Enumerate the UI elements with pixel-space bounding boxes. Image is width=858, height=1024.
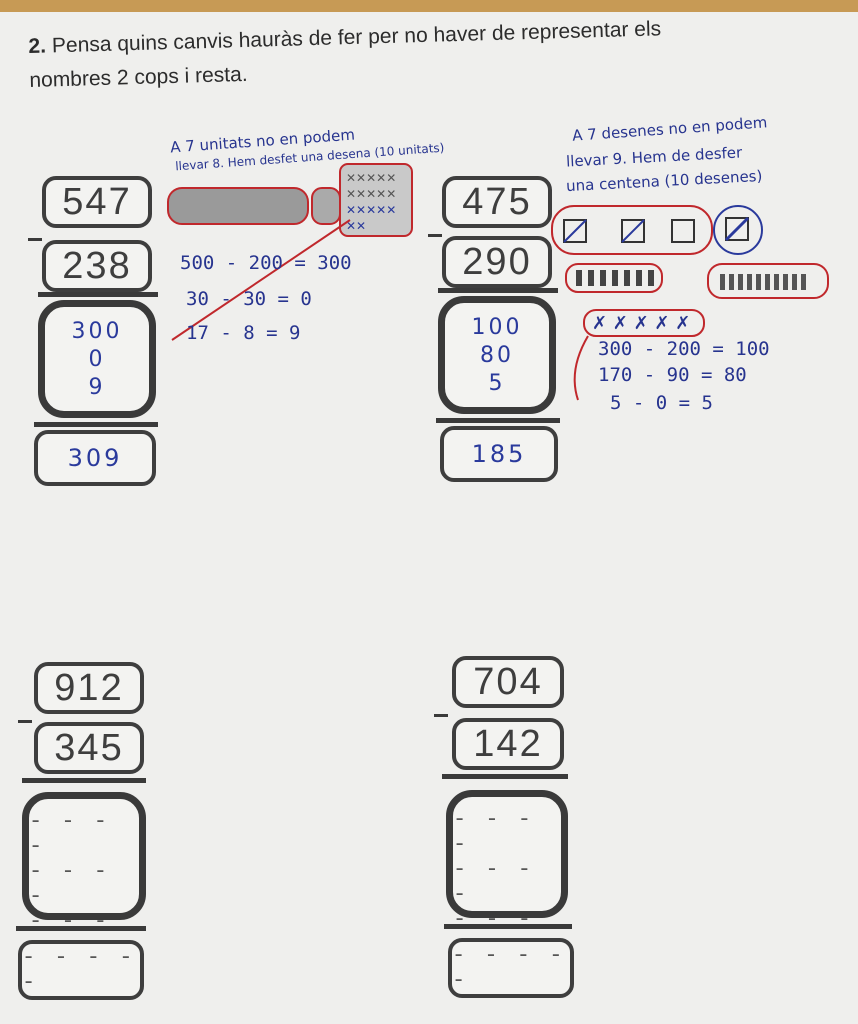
result-box: - - - - - — [448, 938, 574, 998]
partial-units: 5 — [488, 370, 506, 396]
subtrahend-box: 142 — [452, 718, 564, 770]
table-edge — [0, 0, 858, 12]
partial-hundreds: - - - - — [29, 809, 111, 859]
minuend-box: 547 — [42, 176, 152, 228]
partial-units: 9 — [88, 374, 106, 400]
result-value: 309 — [67, 444, 123, 472]
minuend-value: 475 — [462, 180, 532, 223]
instruction-line-1: Pensa quins canvis hauràs de fer per no … — [51, 17, 662, 58]
minuend-box: 475 — [442, 176, 552, 228]
partials-box: 100 80 5 — [438, 296, 556, 414]
exercise-instruction: 2.Pensa quins canvis hauràs de fer per n… — [28, 8, 810, 98]
exercise-number: 2. — [28, 34, 47, 58]
minuend-value: 547 — [62, 180, 132, 223]
result-value: 185 — [471, 440, 527, 468]
minuend-value: 912 — [54, 666, 124, 709]
partial-hundreds: - - - - — [453, 807, 535, 857]
partial-tens: - - - - — [453, 857, 535, 907]
minus-sign — [18, 720, 32, 723]
cross-marks: ✗ ✗ ✗ ✗ ✗ — [592, 313, 691, 334]
sum-line — [22, 778, 146, 783]
minuend-box: 704 — [452, 656, 564, 708]
partial-tens: - - - - — [29, 859, 111, 909]
equation-tens: 170 - 90 = 80 — [598, 364, 747, 386]
partial-tens: 0 — [88, 346, 106, 372]
partial-hundreds: 100 — [471, 314, 523, 340]
sum-line — [442, 774, 568, 779]
annotation-line-3: una centena (10 desenes) — [565, 166, 763, 196]
subtrahend-value: 238 — [62, 244, 132, 287]
svg-text:✕✕✕✕✕: ✕✕✕✕✕ — [346, 203, 396, 217]
equation-hundreds: 300 - 200 = 100 — [598, 338, 770, 360]
result-line — [34, 422, 158, 427]
minuend-box: 912 — [34, 662, 144, 714]
equation-hundreds: 500 - 200 = 300 — [180, 252, 352, 274]
partials-box: 300 0 9 — [38, 300, 156, 418]
minus-sign — [428, 234, 442, 237]
equation-tens: 30 - 30 = 0 — [186, 288, 312, 310]
partial-hundreds: 300 — [71, 318, 123, 344]
subtrahend-value: 345 — [54, 726, 124, 769]
subtrahend-box: 238 — [42, 240, 152, 292]
minuend-value: 704 — [473, 660, 543, 703]
instruction-line-2: nombres 2 cops i resta. — [29, 62, 248, 92]
svg-text:✕✕✕✕✕: ✕✕✕✕✕ — [346, 187, 396, 201]
partials-box: - - - - - - - - - - - - — [446, 790, 568, 957]
result-value: - - - - - — [452, 943, 566, 993]
equation-units: 5 - 0 = 5 — [610, 392, 713, 414]
result-box: 185 — [440, 426, 558, 482]
result-line — [444, 924, 572, 929]
result-value: - - - - - — [22, 945, 136, 995]
subtrahend-value: 290 — [462, 240, 532, 283]
annotation-line-1: A 7 desenes no en podem — [571, 113, 768, 145]
svg-text:✕✕✕✕✕: ✕✕✕✕✕ — [346, 171, 396, 185]
sum-line — [38, 292, 158, 297]
result-box: - - - - - — [18, 940, 144, 1000]
minus-sign — [434, 714, 448, 717]
result-box: 309 — [34, 430, 156, 486]
place-value-drawing — [551, 205, 829, 401]
minus-sign — [28, 238, 42, 241]
place-value-drawing: ✕✕✕✕✕ ✕✕✕✕✕ ✕✕✕✕✕ ✕✕ — [167, 163, 413, 341]
partial-tens: 80 — [480, 342, 514, 368]
equation-units: 17 - 8 = 9 — [186, 322, 301, 344]
subtrahend-box: 290 — [442, 236, 552, 288]
annotation-line-2: llevar 9. Hem de desfer — [565, 143, 743, 171]
sum-line — [438, 288, 558, 293]
subtrahend-value: 142 — [473, 722, 543, 765]
result-line — [16, 926, 146, 931]
subtrahend-box: 345 — [34, 722, 144, 774]
svg-text:✕✕: ✕✕ — [346, 219, 366, 233]
partials-box: - - - - - - - - - - - - — [22, 792, 146, 959]
result-line — [436, 418, 560, 423]
